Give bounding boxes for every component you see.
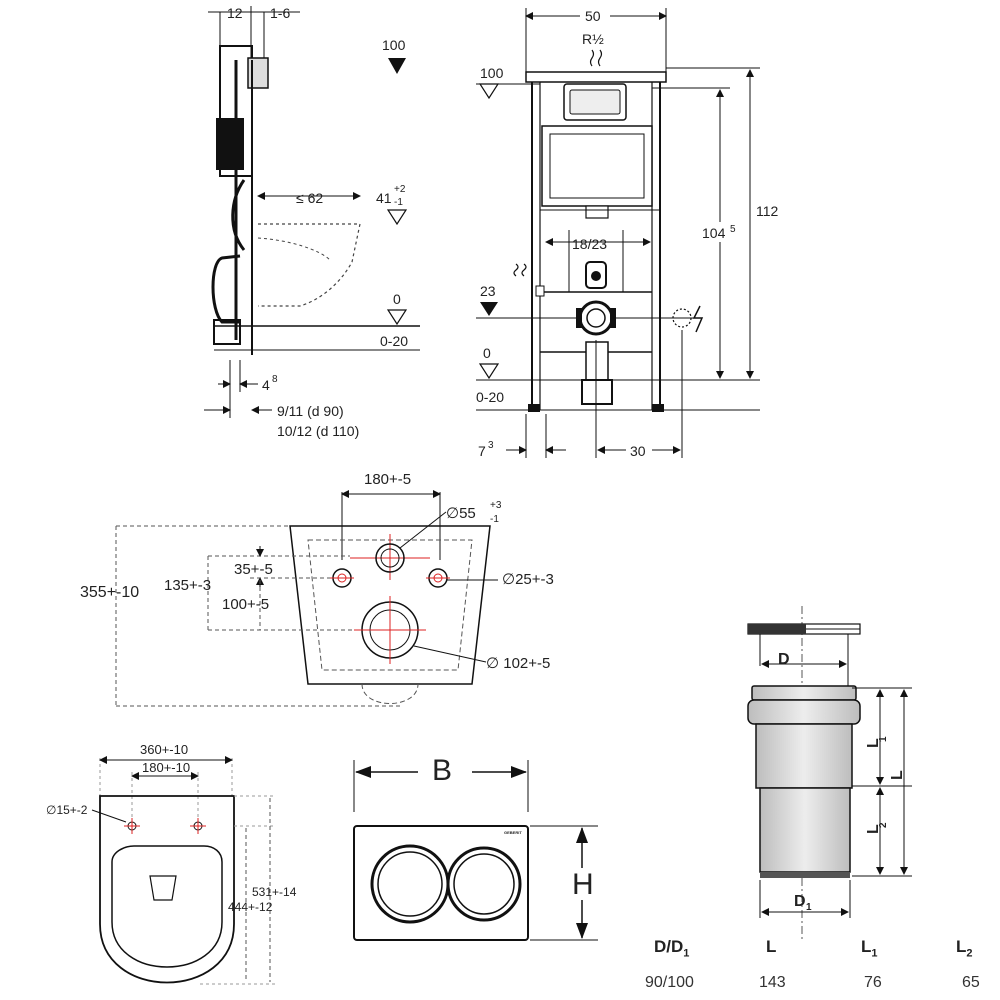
level-marker-icon: [386, 209, 408, 226]
front-height-total: 112: [756, 203, 779, 219]
plate-height-label: H: [572, 868, 594, 901]
dim-135: 135+-3: [164, 577, 211, 594]
level-marker-icon: [388, 58, 406, 74]
table-header-l1: L1: [861, 937, 878, 960]
seat-depth: ≤ 62: [296, 190, 323, 206]
water-supply-icon: [513, 263, 527, 277]
front-dim-bottom-left-sup: 3: [488, 440, 494, 451]
length-total: 531+-14: [252, 885, 297, 899]
flush-button-large: [370, 844, 450, 924]
table-header-l2: L2: [956, 937, 973, 960]
length-inner: 444+-12: [228, 900, 273, 914]
dim-bottom-small-sup: 8: [272, 374, 278, 385]
dim-100: 100+-5: [222, 596, 269, 613]
pipe-d1-label: D: [794, 893, 806, 910]
drain-spacing: 18/23: [572, 236, 607, 252]
electric-icon: [692, 305, 704, 333]
flush-button-small: [446, 846, 522, 922]
side-view: 12 1-6 100 ≤ 62 41 +2 -1 0 0-20 4 8 9/11: [204, 5, 420, 439]
socket-icon: [672, 308, 692, 328]
pipe-d-label: D: [778, 651, 790, 668]
front-width: 50: [585, 8, 601, 24]
level-marker-icon: [480, 302, 498, 316]
seat-height: 41: [376, 190, 392, 206]
pipe-l1-label: L: [865, 738, 882, 748]
level-marker-icon: [478, 83, 500, 100]
front-height-frame-sup: 5: [730, 224, 736, 235]
front-level-0: 0: [483, 345, 491, 361]
side-level-0: 0: [393, 291, 401, 307]
front-floor-range: 0-20: [476, 389, 504, 405]
top-width: 360+-10: [140, 742, 188, 757]
front-level-23: 23: [480, 283, 496, 299]
table-cell-l: 143: [759, 974, 786, 991]
dim-top-right: 1-6: [270, 5, 290, 21]
seat-tol-plus: +2: [394, 184, 406, 195]
pipe-l-label: L: [889, 770, 906, 780]
bowl-rear-view: 180+-5 355+-10 135+-3 35+-5 100+-5 ∅55 +…: [80, 471, 554, 707]
inlet-tol-plus: +3: [490, 500, 502, 511]
table-cell-l2: 65: [962, 974, 980, 991]
side-floor-range: 0-20: [380, 333, 408, 349]
table-header-l: L: [766, 937, 777, 956]
dim-top-left: 12: [227, 5, 243, 21]
front-height-frame: 104: [702, 225, 726, 241]
pipe-l1-sub: 1: [878, 736, 889, 742]
dim-bottom-small: 4: [262, 377, 270, 393]
inlet-tol-minus: -1: [490, 514, 499, 525]
pipe-l2-sub: 2: [878, 822, 889, 828]
front-inlet: R½: [582, 31, 604, 47]
seat-tol-minus: -1: [394, 197, 403, 208]
bolt-diameter: ∅25+-3: [502, 571, 554, 588]
outlet-diameter: ∅ 102+-5: [486, 655, 550, 672]
front-dim-bottom-left: 7: [478, 443, 486, 459]
hole-spacing: 180+-10: [142, 760, 190, 775]
dim-35: 35+-5: [234, 561, 273, 578]
water-inlet-icon: [589, 49, 603, 67]
front-dim-bottom-right: 30: [630, 443, 646, 459]
pipe-connector-view: D L 1 L 2 L D 1: [747, 606, 912, 940]
table-header-d: D/D1: [654, 937, 690, 960]
front-view: 50 R½ 100 18/23 23: [476, 8, 782, 459]
table-cell-d: 90/100: [645, 974, 694, 991]
front-level-100: 100: [480, 65, 504, 81]
bowl-height: 355+-10: [80, 584, 139, 601]
bolt-spacing: 180+-5: [364, 471, 411, 488]
pipe-l2-label: L: [865, 824, 882, 834]
table-cell-l1: 76: [864, 974, 882, 991]
dim-bottom-line2: 10/12 (d 110): [277, 423, 359, 439]
level-marker-icon: [478, 363, 500, 380]
bowl-top-view: 360+-10 180+-10 ∅15+-2 531+-14 444+-12: [46, 742, 297, 985]
side-level-100: 100: [382, 37, 406, 53]
level-marker-icon: [386, 309, 408, 326]
brand-logo: GEBERIT: [504, 830, 522, 835]
flush-plate-view: B H GEBERIT: [353, 754, 598, 941]
hole-diameter: ∅15+-2: [46, 803, 88, 817]
dim-bottom-line1: 9/11 (d 90): [277, 403, 344, 419]
pipe-d1-sub: 1: [806, 902, 812, 913]
plate-width-label: B: [432, 754, 452, 787]
inlet-diameter: ∅55: [446, 505, 476, 522]
